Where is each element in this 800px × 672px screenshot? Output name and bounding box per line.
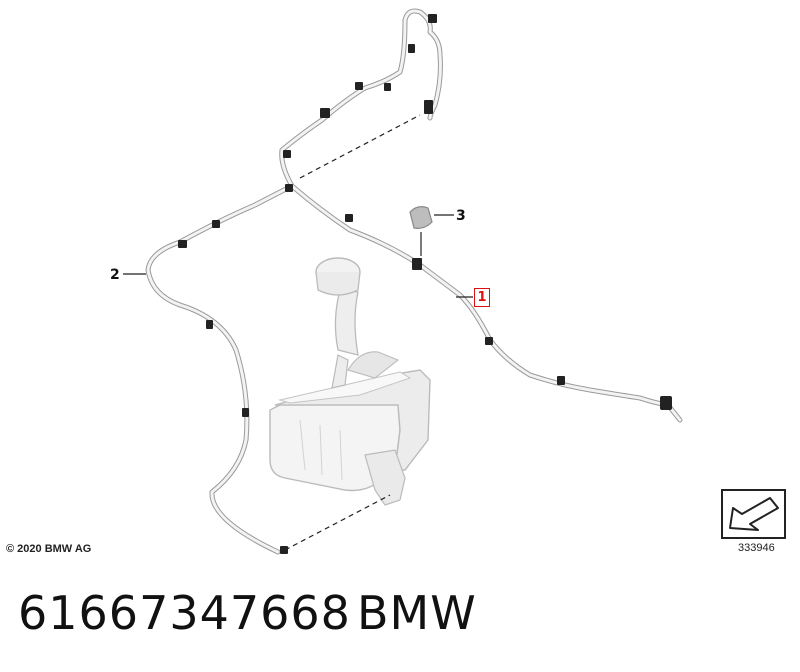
washer-hose-line xyxy=(145,8,683,555)
dashed-leaders xyxy=(284,114,421,551)
diagram-reference-icon xyxy=(721,489,786,539)
callout-3: 3 xyxy=(456,208,466,224)
copyright-notice: © 2020 BMW AG xyxy=(6,543,92,555)
callout-1: 1 xyxy=(474,288,490,307)
hose-clips xyxy=(178,14,672,554)
callout-leaders xyxy=(123,214,473,298)
washer-fluid-reservoir xyxy=(269,257,431,506)
brand-name: BMW xyxy=(357,586,477,640)
callout-2: 2 xyxy=(110,267,120,283)
washer-nozzle xyxy=(409,206,433,256)
diagram-number: 333946 xyxy=(738,542,775,554)
parts-diagram xyxy=(123,8,786,555)
part-number: 61667347668 xyxy=(18,586,351,640)
